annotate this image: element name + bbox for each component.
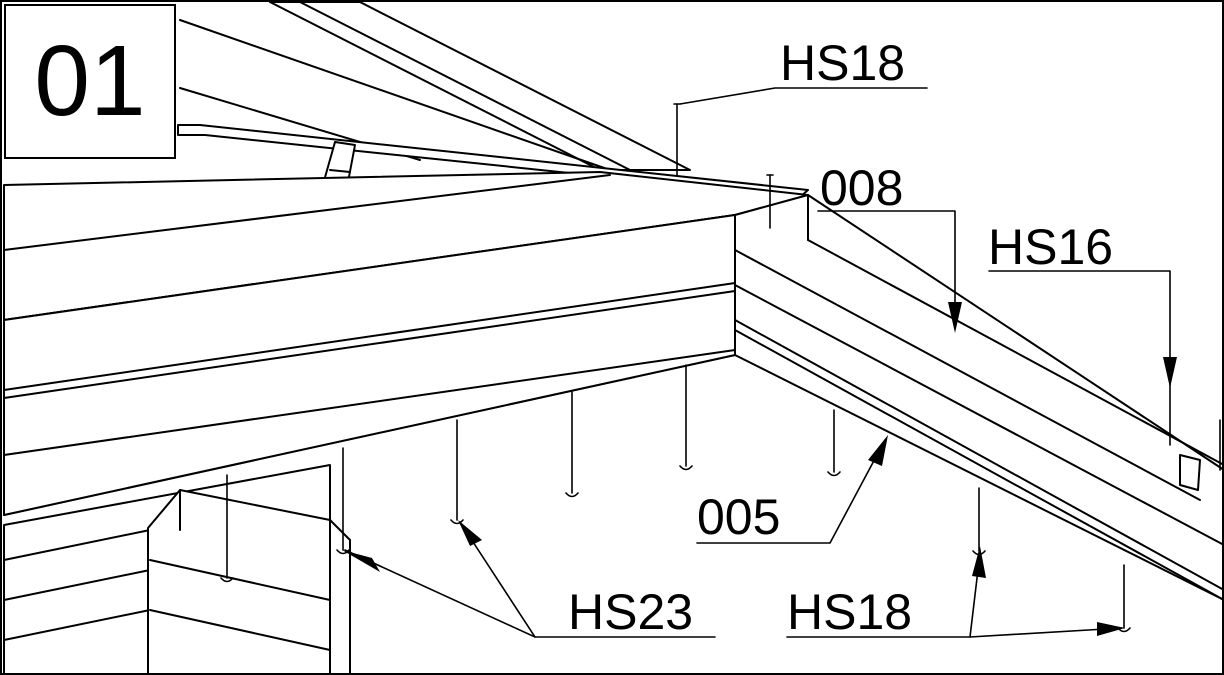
- roof-panel: [3, 171, 809, 516]
- wall-logs: [3, 464, 351, 675]
- screw: [1117, 564, 1131, 633]
- front-rafter: [734, 194, 1224, 601]
- screw: [673, 103, 681, 176]
- screw: [220, 474, 234, 583]
- leader-hs18-top: [679, 87, 928, 105]
- arrowheads: [342, 302, 1177, 636]
- label-hs18-bottom: HS18: [787, 584, 913, 640]
- screw: [450, 419, 464, 525]
- leader-008: [817, 210, 956, 326]
- label-005: 005: [697, 489, 781, 545]
- upper-rafter: [179, 1, 691, 171]
- step-number-box: 01: [4, 4, 176, 159]
- leader-005: [696, 439, 886, 544]
- leader-lines: [344, 87, 1171, 638]
- step-number: 01: [34, 25, 146, 137]
- label-hs18-top: HS18: [780, 35, 906, 91]
- screw: [827, 409, 841, 477]
- screw: [565, 391, 579, 498]
- label-hs16: HS16: [988, 219, 1114, 275]
- label-008: 008: [820, 160, 904, 216]
- screw: [679, 364, 693, 471]
- leader-hs16: [988, 270, 1171, 381]
- leader-hs18-bottom-b: [969, 627, 1123, 638]
- screw: [972, 487, 986, 556]
- screw: [766, 174, 774, 229]
- screws: [220, 103, 1221, 633]
- label-hs23: HS23: [568, 584, 694, 640]
